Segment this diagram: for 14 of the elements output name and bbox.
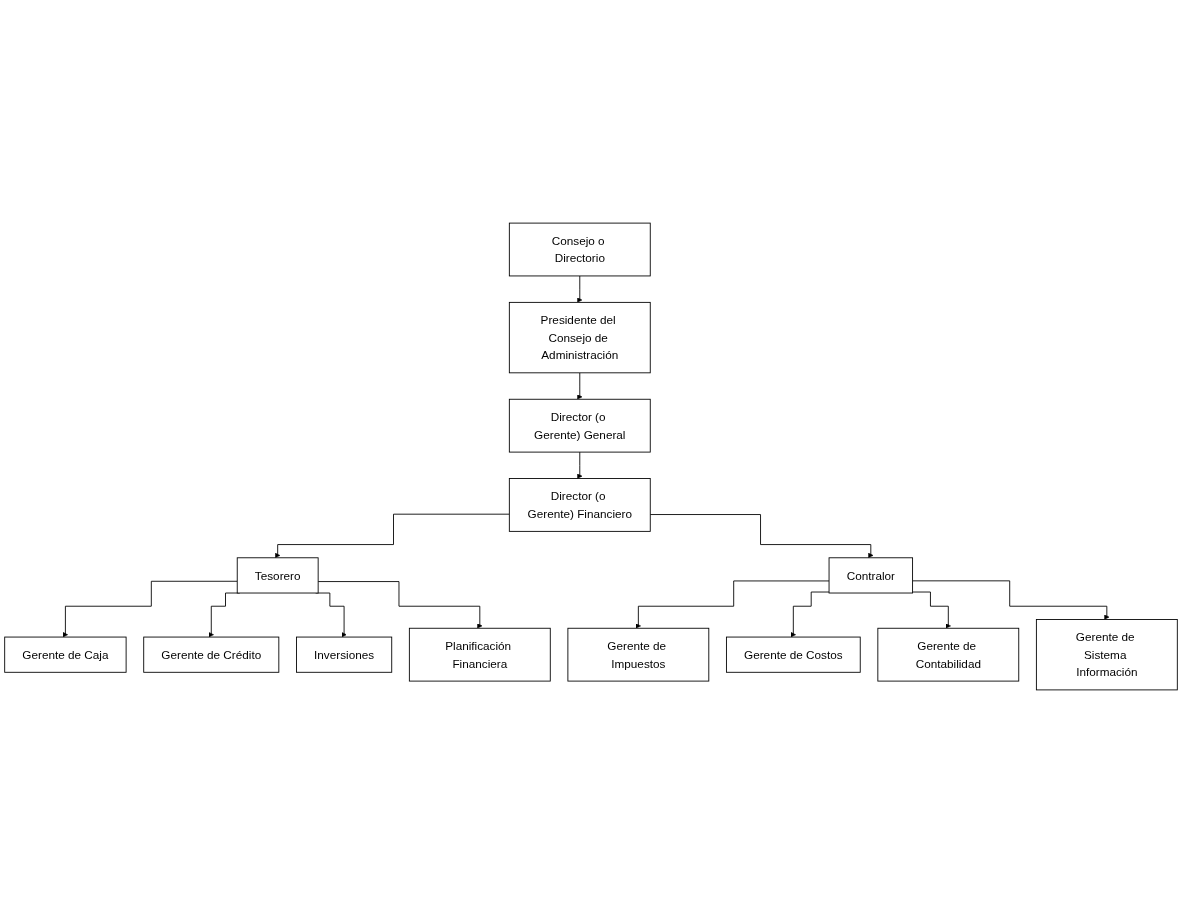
node-box: Gerente de Sistema Información [1035,619,1178,691]
node-box: Contralor [828,557,914,594]
node-box: Presidente del Consejo de Administración [508,301,651,374]
node-box: Gerente de Caja [4,636,127,673]
node-box: Consejo o Directorio [508,222,651,277]
node-box: Tesorero [236,557,319,594]
node-box: Planificación Financiera [408,627,551,682]
node-box: Gerente de Costos [726,636,861,673]
node-box: Gerente de Contabilidad [877,627,1020,682]
node-box: Director (o Gerente) General [508,398,651,453]
node-box: Director (o Gerente) Financiero [508,478,651,532]
node-box: Inversiones [296,636,393,673]
node-box: Gerente de Crédito [143,636,280,673]
node-box: Gerente de Impuestos [567,627,710,682]
